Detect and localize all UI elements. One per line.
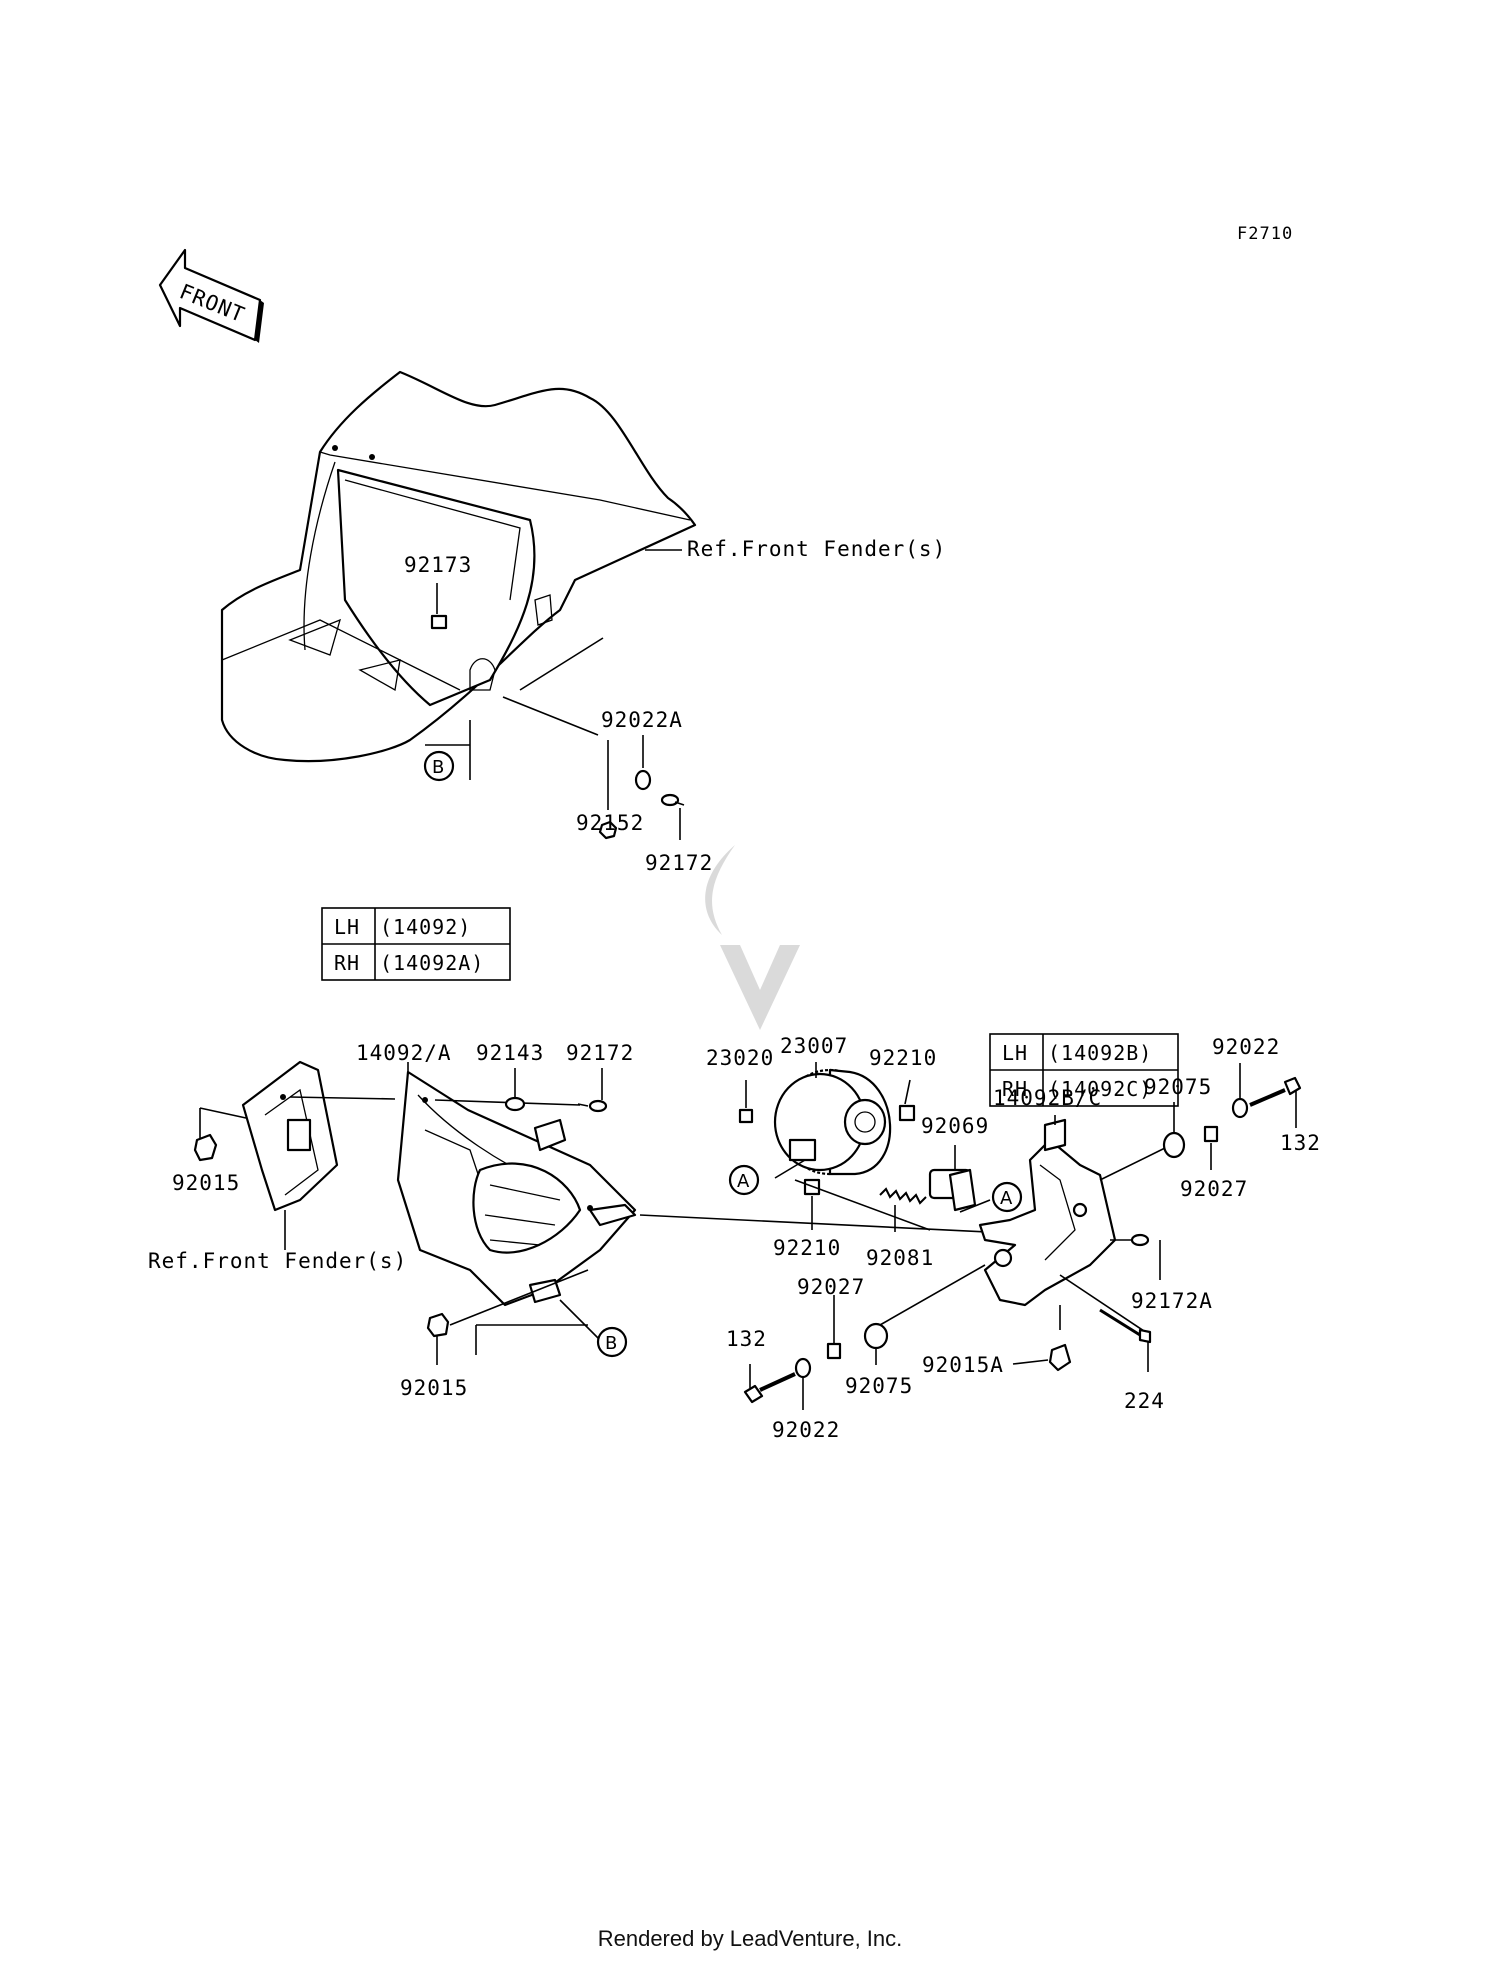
leader-line bbox=[502, 696, 599, 736]
part-label-92027-right: 92027 bbox=[1180, 1177, 1248, 1201]
leader-line bbox=[289, 1096, 396, 1100]
clip-92210-top bbox=[898, 1104, 916, 1122]
svg-text:A: A bbox=[737, 1171, 750, 1192]
figure-code: F2710 bbox=[1237, 224, 1293, 244]
leader-line bbox=[879, 1264, 986, 1326]
front-direction-arrow-icon: FRONT bbox=[158, 248, 264, 343]
part-label-132-right: 132 bbox=[1280, 1131, 1321, 1155]
leader-line bbox=[1099, 1147, 1166, 1181]
headlight-housing-part bbox=[396, 1070, 637, 1307]
part-label-23020: 23020 bbox=[706, 1046, 774, 1070]
leader-line bbox=[1059, 1274, 1151, 1336]
clip-23020 bbox=[738, 1108, 754, 1124]
part-label-92075-right: 92075 bbox=[1144, 1075, 1212, 1099]
nut-92015-left bbox=[193, 1133, 218, 1162]
callout-b-top: B bbox=[423, 750, 455, 782]
side-table-right: LH (14092B) RH (14092C) bbox=[989, 1033, 1179, 1107]
watermark-logo bbox=[705, 845, 800, 1030]
bolt-224 bbox=[1099, 1308, 1152, 1344]
screw-92172A bbox=[1130, 1233, 1150, 1247]
svg-text:B: B bbox=[605, 1333, 617, 1354]
part-label-92015A: 92015A bbox=[922, 1353, 1004, 1377]
leader-line bbox=[904, 1079, 911, 1105]
table-left-side-rh: RH bbox=[334, 951, 360, 975]
part-label-92143: 92143 bbox=[476, 1041, 544, 1065]
part-label-224: 224 bbox=[1124, 1389, 1165, 1413]
nut-92015A bbox=[1048, 1343, 1072, 1372]
part-label-92022A: 92022A bbox=[601, 708, 683, 732]
screw-92172-top bbox=[660, 793, 685, 807]
leader-line bbox=[449, 1269, 589, 1326]
part-label-92022-right: 92022 bbox=[1212, 1035, 1280, 1059]
part-label-92173: 92173 bbox=[404, 553, 472, 577]
leader-line bbox=[959, 1199, 991, 1213]
part-label-92081: 92081 bbox=[866, 1246, 934, 1270]
callout-a-right: A bbox=[991, 1181, 1023, 1213]
washer-92143 bbox=[504, 1096, 526, 1112]
part-label-92172-mid: 92172 bbox=[566, 1041, 634, 1065]
part-label-92210-top: 92210 bbox=[869, 1046, 937, 1070]
part-label-92015-bottom: 92015 bbox=[400, 1376, 468, 1400]
part-label-92015-left: 92015 bbox=[172, 1171, 240, 1195]
callout-b-bottom: B bbox=[596, 1326, 628, 1358]
side-table-left: LH (14092) RH (14092A) bbox=[321, 907, 511, 981]
part-label-92172A: 92172A bbox=[1131, 1289, 1213, 1313]
washer-92022-right bbox=[1231, 1097, 1249, 1119]
leader-line bbox=[559, 1299, 601, 1341]
ref-front-fender-top: Ref.Front Fender(s) bbox=[687, 537, 946, 561]
collar-92027-right bbox=[1203, 1125, 1219, 1143]
leader-line bbox=[1012, 1359, 1049, 1365]
bolt-132-left bbox=[743, 1372, 796, 1404]
grommet-92075-right bbox=[1162, 1131, 1186, 1159]
table-right-part-lh: (14092B) bbox=[1048, 1041, 1152, 1065]
callout-a-left: A bbox=[728, 1164, 760, 1196]
footer-credit: Rendered by LeadVenture, Inc. bbox=[597, 1926, 903, 1951]
part-label-14092A: 14092/A bbox=[356, 1041, 452, 1065]
fender-bracket-part bbox=[241, 1060, 339, 1212]
svg-text:B: B bbox=[432, 757, 444, 778]
washer-92022A bbox=[634, 769, 652, 791]
grommet-92075-left bbox=[863, 1322, 889, 1350]
leader-line bbox=[774, 1159, 806, 1179]
leader-line bbox=[794, 1179, 931, 1231]
ref-front-fender-left: Ref.Front Fender(s) bbox=[148, 1249, 407, 1273]
table-right-part-rh: (14092C) bbox=[1048, 1077, 1152, 1101]
washer-92022-left bbox=[794, 1357, 812, 1379]
part-label-92027-left: 92027 bbox=[797, 1275, 865, 1299]
nut-92015-bottom bbox=[426, 1312, 450, 1338]
table-left-part-rh: (14092A) bbox=[380, 951, 484, 975]
part-label-132-left: 132 bbox=[726, 1327, 767, 1351]
table-left-side-lh: LH bbox=[334, 915, 360, 939]
table-left-part-lh: (14092) bbox=[380, 915, 471, 939]
part-label-23007: 23007 bbox=[780, 1034, 848, 1058]
leader-line bbox=[199, 1107, 247, 1119]
table-right-side-lh: LH bbox=[1002, 1041, 1028, 1065]
part-label-92152: 92152 bbox=[576, 811, 644, 835]
headlight-part-23007 bbox=[773, 1068, 892, 1176]
front-fender-part bbox=[220, 370, 697, 763]
part-label-92210-bottom: 92210 bbox=[773, 1236, 841, 1260]
part-label-14092BC: 14092B/C bbox=[993, 1086, 1102, 1110]
collar-92027-left bbox=[826, 1342, 842, 1360]
part-label-92172-top: 92172 bbox=[645, 851, 713, 875]
bracket-part-14092BC bbox=[978, 1118, 1117, 1307]
part-label-92069: 92069 bbox=[921, 1114, 989, 1138]
leader-line bbox=[519, 637, 604, 691]
bulb-socket-92069 bbox=[928, 1168, 977, 1212]
spring-92081 bbox=[879, 1187, 927, 1205]
table-right-side-rh: RH bbox=[1002, 1077, 1028, 1101]
nut-92152 bbox=[598, 820, 618, 840]
svg-text:A: A bbox=[1000, 1188, 1013, 1209]
bolt-132-right bbox=[1249, 1076, 1302, 1107]
part-label-92075-left: 92075 bbox=[845, 1374, 913, 1398]
screw-92172-mid bbox=[577, 1099, 608, 1113]
part-label-92022-left: 92022 bbox=[772, 1418, 840, 1442]
